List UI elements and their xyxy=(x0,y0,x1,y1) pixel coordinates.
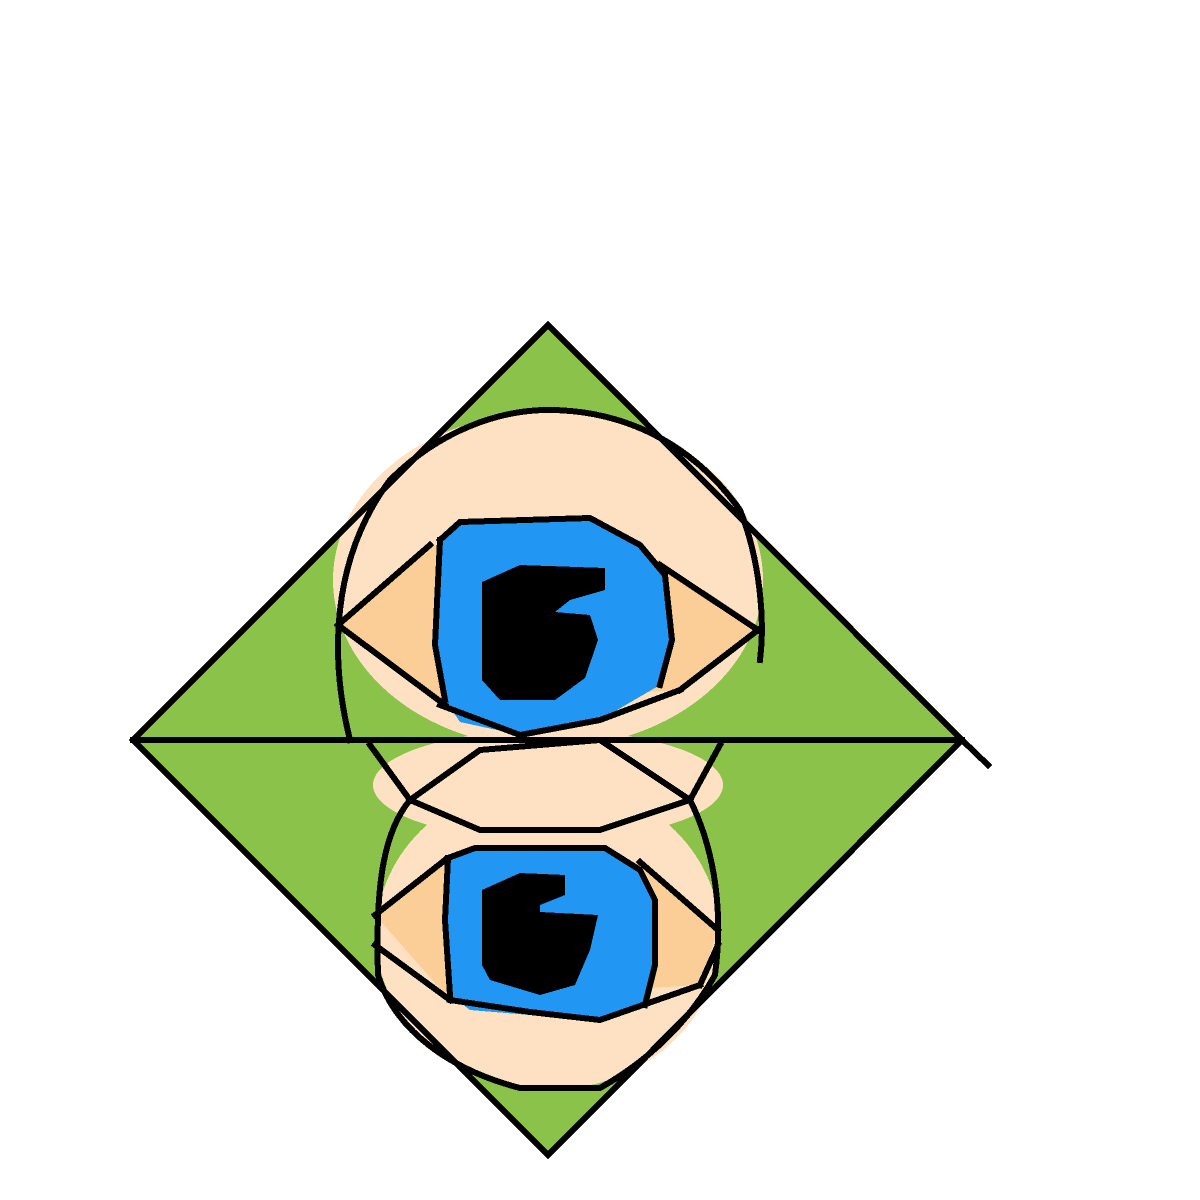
upper-eye-icon xyxy=(333,514,763,739)
lower-eye-outline xyxy=(370,855,723,1024)
upper-eye-outline xyxy=(333,540,763,739)
lower-eye-icon xyxy=(370,845,723,1024)
upper-pupil xyxy=(482,565,605,700)
lower-skin-outline xyxy=(374,795,722,1091)
middle-skin-shape xyxy=(373,730,723,840)
middle-skin-outline-cross xyxy=(405,736,695,805)
lower-pupil xyxy=(482,873,598,995)
lower-iris-outline xyxy=(441,845,658,1009)
diamond-outline xyxy=(128,320,967,1160)
corner-tail xyxy=(957,735,993,770)
middle-skin-outline-top xyxy=(365,740,725,833)
upper-iris-outline xyxy=(431,514,676,704)
upper-skin-outline xyxy=(335,406,765,744)
